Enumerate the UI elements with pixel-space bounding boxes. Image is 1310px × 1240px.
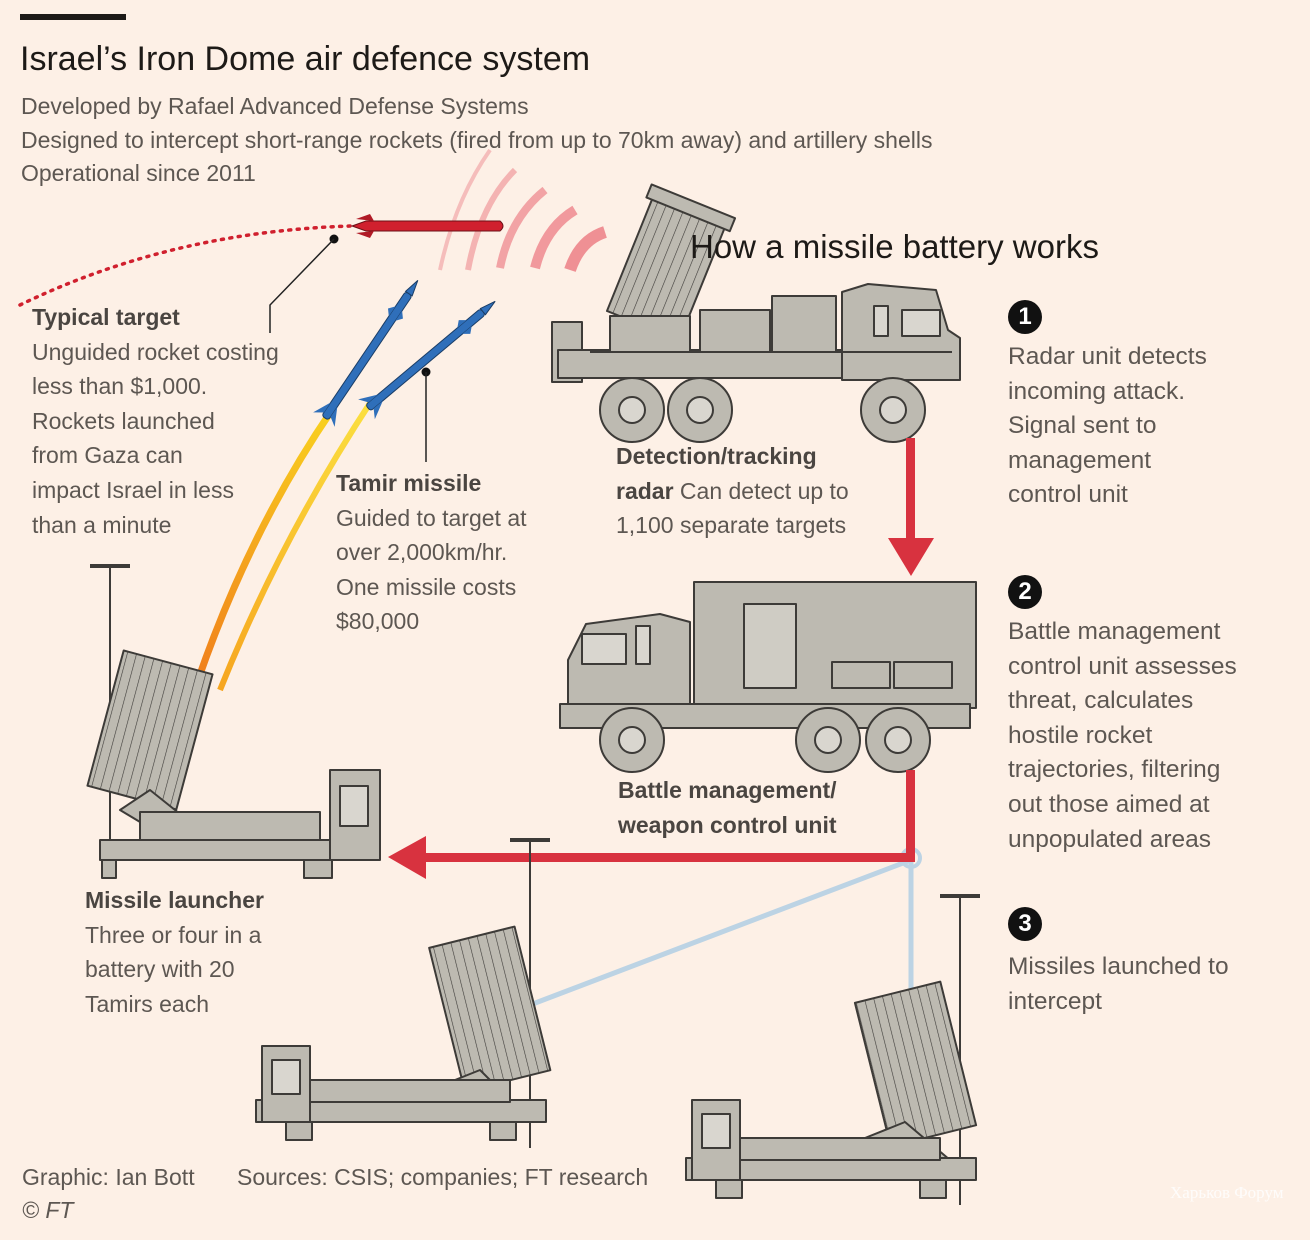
hostile-rocket [350, 214, 504, 238]
subtitle-design: Designed to intercept short-range rocket… [21, 127, 933, 153]
copyright: © FT [22, 1197, 74, 1223]
step-line: Battle management [1008, 618, 1221, 645]
radar-heading-word: radar [616, 477, 674, 504]
typical-target-label: Typical target Unguided rocket costing l… [32, 300, 279, 542]
tamir-line: Guided to target at [336, 504, 527, 531]
radar-line: Can detect up to [673, 477, 849, 504]
step-line: control unit [1008, 481, 1128, 509]
tamir-missile-b [358, 300, 496, 420]
target-leader-line [269, 238, 335, 333]
step-line: hostile rocket [1008, 721, 1153, 749]
launcher-line: battery with 20 [85, 956, 235, 983]
step-line: unpopulated areas [1008, 825, 1211, 853]
step-line: incoming attack. [1008, 377, 1186, 405]
step-3-badge: 3 [1008, 907, 1042, 941]
radar-truck [551, 183, 961, 443]
step-line: threat, calculates [1008, 687, 1194, 715]
typical-target-line: less than $1,000. [32, 373, 208, 400]
typical-target-line: than a minute [32, 511, 172, 538]
step-line: out those aimed at [1008, 790, 1210, 818]
rocket-trajectory [18, 224, 352, 307]
graphic-credit: Graphic: Ian Bott [22, 1164, 195, 1190]
bmc-heading: weapon control unit [618, 811, 837, 838]
tamir-line: over 2,000km/hr. [336, 539, 508, 566]
step-line: Signal sent to [1008, 412, 1157, 440]
radar-waves [438, 148, 608, 273]
battle-management-truck [559, 581, 977, 773]
typical-target-line: Rockets launched [32, 407, 215, 434]
step-line: intercept [1008, 987, 1102, 1015]
launcher-label: Missile launcher Three or four in a batt… [85, 883, 264, 1021]
missile-trail-a [194, 408, 335, 682]
step-1-text: Radar unit detects incoming attack. Sign… [1008, 340, 1207, 513]
radar-label: Detection/tracking radar Can detect up t… [616, 439, 849, 543]
missile-trail-b [217, 398, 375, 692]
watermark: Харьков Форум [1170, 1183, 1284, 1202]
tamir-line: One missile costs [336, 573, 517, 600]
step-line: control unit assesses [1008, 652, 1237, 680]
tamir-heading: Tamir missile [336, 470, 482, 496]
radar-heading: Detection/tracking [616, 443, 817, 469]
command-arrow-bmc-to-launcher [388, 770, 915, 879]
step-2-text: Battle management control unit assesses … [1008, 615, 1237, 857]
bmc-label: Battle management/ weapon control unit [618, 773, 837, 842]
launcher-heading: Missile launcher [85, 887, 264, 913]
step-line: trajectories, filtering [1008, 756, 1221, 784]
step-2-badge: 2 [1008, 575, 1042, 609]
launcher-line: Tamirs each [85, 990, 209, 1017]
section-title: How a missile battery works [690, 228, 1099, 265]
signal-arrow-radar-to-bmc [888, 438, 934, 576]
tamir-missile-a [313, 280, 419, 427]
data-link-lines [529, 857, 914, 1008]
tamir-line: $80,000 [336, 608, 420, 635]
sources: Sources: CSIS; companies; FT research [237, 1164, 649, 1190]
typical-target-line: impact Israel in less [32, 476, 234, 503]
page-title: Israel’s Iron Dome air defence system [20, 40, 591, 78]
subtitle-developer: Developed by Rafael Advanced Defense Sys… [21, 93, 529, 119]
step-1-badge: 1 [1008, 300, 1042, 334]
subtitle-operational: Operational since 2011 [21, 160, 256, 186]
bmc-heading: Battle management/ [618, 777, 837, 803]
typical-target-line: Unguided rocket costing [32, 338, 279, 365]
launcher-line: Three or four in a [85, 921, 262, 948]
typical-target-heading: Typical target [32, 304, 180, 330]
missile-launcher-firing [86, 564, 381, 879]
step-line: Missiles launched to [1008, 953, 1229, 980]
typical-target-line: from Gaza can [32, 442, 183, 469]
radar-line: 1,100 separate targets [616, 512, 847, 539]
header-rule [20, 14, 126, 20]
tamir-missile-label: Tamir missile Guided to target at over 2… [336, 466, 527, 639]
missile-launcher-right [685, 894, 980, 1205]
missile-launcher-middle [255, 838, 552, 1148]
step-3-text: Missiles launched to intercept [1008, 950, 1229, 1019]
step-line: management [1008, 446, 1152, 474]
step-line: Radar unit detects [1008, 343, 1207, 370]
